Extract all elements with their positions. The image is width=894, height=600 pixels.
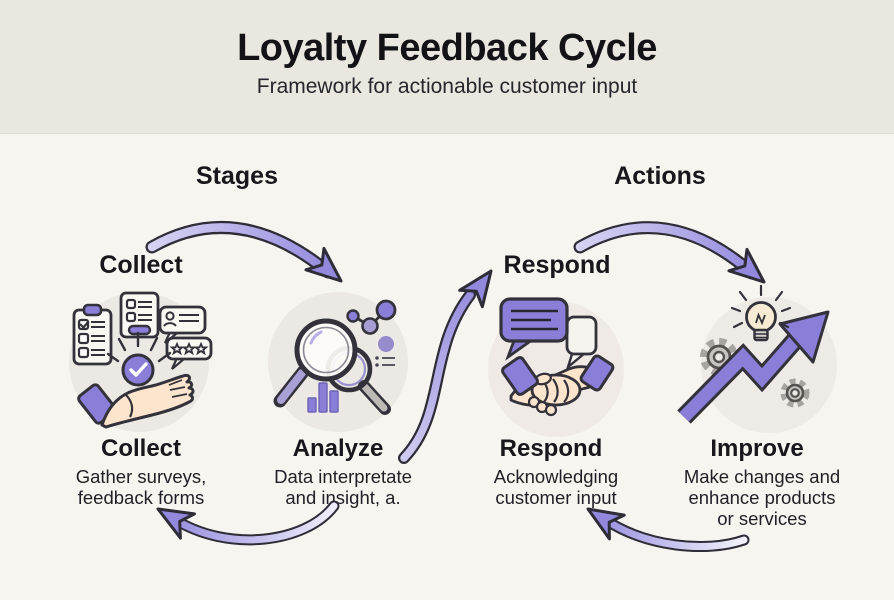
stages-group-label: Stages — [196, 162, 278, 190]
hand-receiving-feedback-icon — [69, 291, 213, 432]
handshake-chat-icon — [488, 297, 624, 437]
analyze-description: Data interpretate and insight, a. — [274, 466, 412, 508]
growth-arrow-lightbulb-gears-icon — [677, 284, 837, 433]
comment-bubble-icon — [158, 305, 207, 344]
improve-title: Improve — [710, 435, 804, 462]
bar-chart-glyph — [307, 382, 339, 413]
check-circle-icon — [121, 353, 155, 387]
header-band: Loyalty Feedback Cycle Framework for act… — [0, 0, 894, 134]
magnifier-handle-gray — [361, 383, 388, 412]
sparkle-rays — [106, 331, 172, 363]
collect-title: Collect — [100, 435, 181, 462]
page-title: Loyalty Feedback Cycle — [237, 27, 657, 69]
legend-glyph — [375, 356, 395, 367]
improve-description: Make changes and enhance products or ser… — [683, 466, 841, 529]
lightbulb-icon — [730, 284, 792, 342]
gear-icon-small — [780, 378, 810, 408]
growth-arrow — [677, 310, 830, 424]
respond-stage-callout: Respond — [503, 251, 611, 279]
survey-form-icon — [119, 291, 160, 339]
clipboard-checklist-icon — [72, 303, 113, 366]
right-cuff — [579, 354, 615, 392]
analyze-title: Analyze — [292, 435, 384, 462]
magnifying-glass-analytics-icon — [268, 292, 408, 432]
message-bubble-icon — [499, 297, 569, 361]
pie-blob-glyph — [378, 336, 394, 352]
magnifier-handle-purple — [277, 369, 306, 404]
respond-title: Respond — [499, 435, 603, 462]
left-cuff — [501, 356, 539, 396]
page-subtitle: Framework for actionable customer input — [256, 75, 638, 98]
respond-description: Acknowledging customer input — [493, 466, 619, 508]
collect-stage-callout: Collect — [99, 251, 183, 279]
collect-description: Gather surveys, feedback forms — [75, 466, 207, 508]
open-hand — [100, 374, 195, 429]
star-rating-bubble-icon — [165, 336, 213, 370]
actions-group-label: Actions — [614, 162, 706, 190]
